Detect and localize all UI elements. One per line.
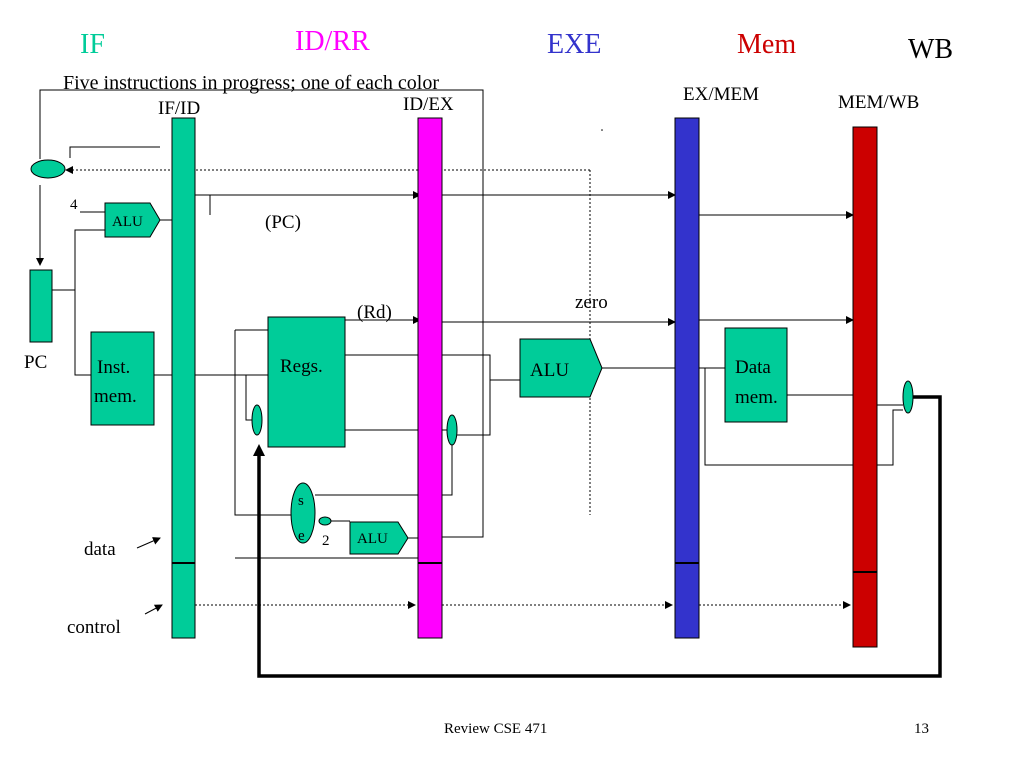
mem-wb-register — [852, 126, 878, 648]
regs-dest-mux — [251, 404, 263, 436]
se-label-2: e — [298, 528, 305, 544]
stage-wb: WB — [908, 34, 953, 65]
subtitle: Five instructions in progress; one of ea… — [63, 72, 439, 94]
stage-mem: Mem — [737, 29, 796, 60]
wb-mux-in-b — [877, 409, 903, 466]
sign-extend — [290, 482, 316, 544]
se-label-1: s — [298, 493, 304, 509]
data-memory — [724, 327, 788, 423]
pc-register — [29, 269, 53, 343]
alu-in-a — [442, 354, 520, 381]
id-ex-register — [417, 117, 443, 639]
alu-branch-target — [349, 521, 409, 555]
pc-to-instmem — [74, 290, 92, 376]
if-id-label: IF/ID — [158, 98, 200, 119]
alu-branch-label: ALU — [357, 531, 388, 547]
register-file — [267, 316, 346, 448]
data-pointer — [136, 537, 161, 549]
dot-mark — [601, 129, 603, 131]
top-feedback-line — [36, 89, 484, 538]
alu-main — [519, 338, 603, 398]
four-label: 4 — [70, 197, 78, 213]
control-pointer — [144, 604, 163, 615]
pc-paren-label: (PC) — [265, 212, 301, 233]
stage-exe: EXE — [547, 29, 601, 60]
if-id-register — [171, 117, 196, 639]
data-label: data — [84, 539, 116, 560]
data-mem-label-1: Data — [735, 357, 771, 378]
data-mem-label-2: mem. — [735, 387, 778, 408]
ex-mem-label: EX/MEM — [683, 84, 759, 105]
write-back-path — [257, 395, 942, 678]
inst-mem-label-2: mem. — [94, 386, 137, 407]
id-ex-label: ID/EX — [403, 94, 454, 115]
control-label: control — [67, 617, 121, 638]
shift-left-2 — [318, 516, 332, 526]
pc-to-alu — [52, 229, 105, 291]
instruction-memory — [90, 331, 155, 426]
two-label: 2 — [322, 533, 330, 549]
regs-mux-in — [245, 375, 254, 421]
stage-if: IF — [80, 29, 105, 60]
pc-label: PC — [24, 352, 47, 373]
alu-src-mux — [446, 414, 458, 446]
pc-mux — [30, 159, 66, 179]
inst-mem-label-1: Inst. — [97, 357, 130, 378]
pc-mux-input — [69, 146, 160, 158]
stage-id-rr: ID/RR — [295, 26, 370, 57]
alu-pc-increment — [104, 202, 161, 238]
rd-paren-label: (Rd) — [357, 302, 392, 323]
mux-to-alu — [457, 380, 491, 436]
write-back-arrow — [253, 444, 265, 456]
zero-label: zero — [575, 292, 608, 313]
instr-to-se — [234, 330, 300, 516]
alu-small-label: ALU — [112, 214, 143, 230]
alu-mux-in-b — [442, 445, 453, 496]
mem-wb-label: MEM/WB — [838, 92, 919, 113]
ex-mem-register — [674, 117, 700, 639]
alu-main-label: ALU — [530, 360, 569, 381]
page-number: 13 — [914, 721, 929, 737]
alu-bypass-memwb — [704, 368, 853, 466]
wb-mux — [902, 380, 914, 414]
regs-label: Regs. — [280, 356, 323, 377]
footer-center: Review CSE 471 — [444, 721, 547, 737]
